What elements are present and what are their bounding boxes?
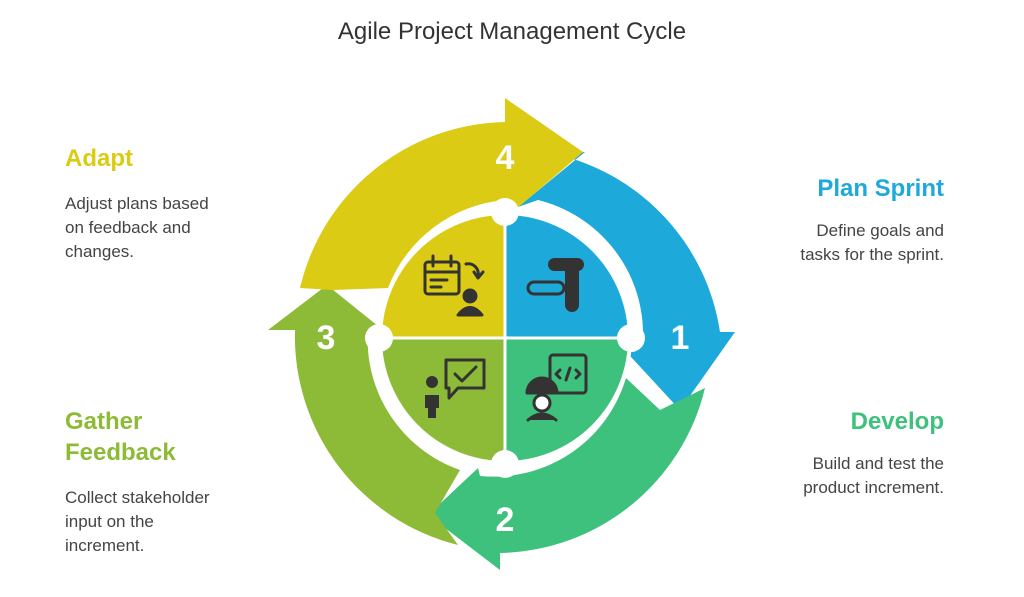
- arrow-segment-plan-sprint: [518, 152, 735, 410]
- step-number-3: 3: [317, 319, 336, 357]
- step-number-2: 2: [496, 501, 515, 539]
- step-title-plan-sprint: Plan Sprint: [817, 175, 944, 202]
- arrow-segment-gather-feedback: [268, 285, 460, 545]
- step-number-4: 4: [496, 139, 515, 177]
- step-number-1: 1: [671, 319, 690, 357]
- arrow-segment-develop: [428, 378, 705, 570]
- adjust-plan-icon: [423, 254, 485, 317]
- step-title-develop: Develop: [850, 408, 944, 435]
- step-title-adapt: Adapt: [65, 145, 133, 172]
- developer-code-icon: [525, 353, 588, 422]
- arrow-segment-adapt: [300, 98, 583, 290]
- kanban-board-icon: [526, 258, 584, 312]
- page-title: Agile Project Management Cycle: [337, 18, 687, 45]
- feedback-chat-icon: [425, 358, 486, 418]
